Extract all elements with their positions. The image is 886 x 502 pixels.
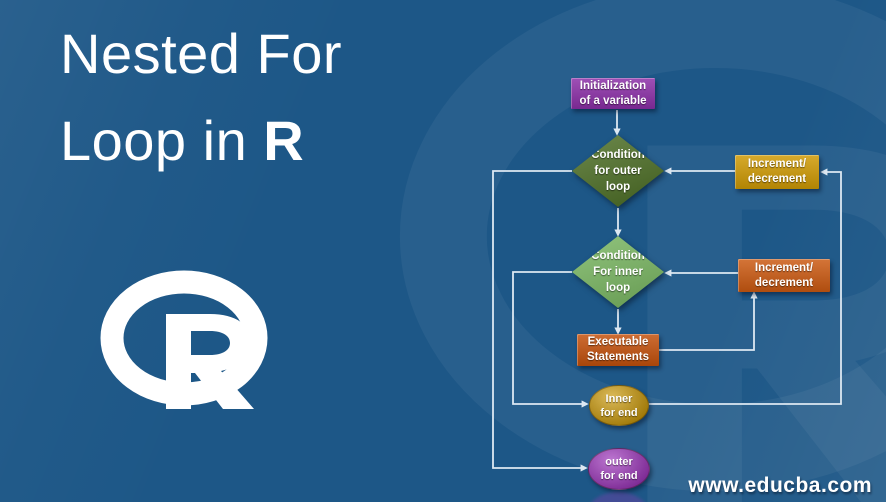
outer-for-end-reflection — [588, 492, 648, 502]
connector-exec-to-inner-incr — [659, 291, 758, 351]
node-label: of a variable — [579, 94, 647, 107]
node-label: Executable — [587, 336, 649, 348]
node-label: loop — [605, 282, 631, 294]
node-label: Increment/ — [754, 261, 814, 274]
flowchart-node-outer-for-end: outer for end — [588, 448, 650, 490]
node-label: decrement — [754, 276, 814, 289]
flowchart-node-executable-statements: Executable Statements — [577, 334, 659, 366]
node-label: outer — [605, 456, 633, 468]
node-label: Condition — [591, 149, 645, 161]
node-label: for outer — [594, 165, 642, 177]
node-label: Condition — [591, 250, 645, 262]
node-label: Statements — [587, 351, 649, 363]
node-label: decrement — [747, 173, 807, 185]
node-label: Increment/ — [747, 158, 807, 170]
node-label: For inner — [593, 266, 643, 278]
page-title: Nested For Loop in R — [60, 10, 342, 184]
site-url: www.educba.com — [688, 474, 872, 497]
node-label: for end — [600, 470, 638, 482]
node-label: loop — [605, 181, 631, 193]
connector-outer-cond-to-outer-end — [492, 170, 588, 472]
node-label: for end — [600, 406, 638, 419]
title-line-2: Loop in R — [60, 109, 305, 172]
flowchart-node-outer-loop-condition: Condition for outer loop — [572, 135, 664, 207]
node-label: Inner — [605, 392, 633, 405]
flowchart-node-inner-loop-condition: Condition For inner loop — [572, 236, 664, 308]
title-line-1: Nested For — [60, 22, 342, 85]
flowchart-node-outer-increment-decrement: Increment/ decrement — [735, 155, 819, 189]
flowchart-node-inner-for-end: Inner for end — [589, 385, 649, 426]
node-label: Initialization — [579, 79, 647, 92]
r-language-logo — [100, 270, 268, 409]
title-r-emphasis: R — [263, 109, 305, 172]
flowchart-node-initialization: Initialization of a variable — [571, 78, 655, 109]
flowchart-node-inner-increment-decrement: Increment/ decrement — [738, 259, 830, 292]
